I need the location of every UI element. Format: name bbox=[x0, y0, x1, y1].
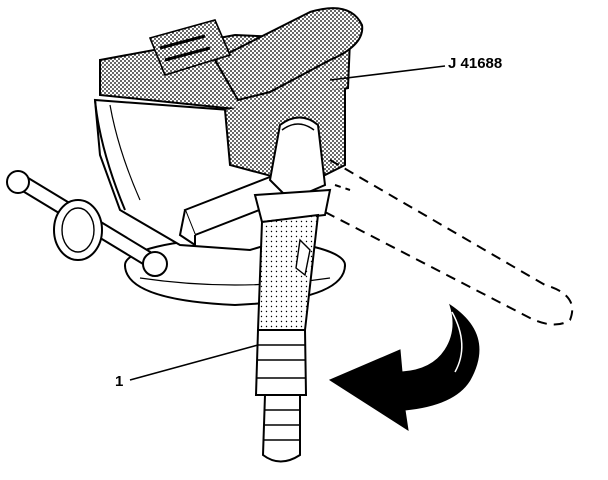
curved-arrow-icon bbox=[328, 303, 480, 432]
special-tool bbox=[148, 7, 364, 102]
tool-callout-label: J 41688 bbox=[448, 55, 503, 72]
injector bbox=[253, 116, 332, 463]
phantom-injector bbox=[324, 159, 574, 326]
vise-handle bbox=[6, 170, 168, 277]
tool-leader-line bbox=[329, 65, 446, 81]
part-callout-label: 1 bbox=[115, 373, 124, 390]
part-leader-line bbox=[129, 344, 259, 381]
